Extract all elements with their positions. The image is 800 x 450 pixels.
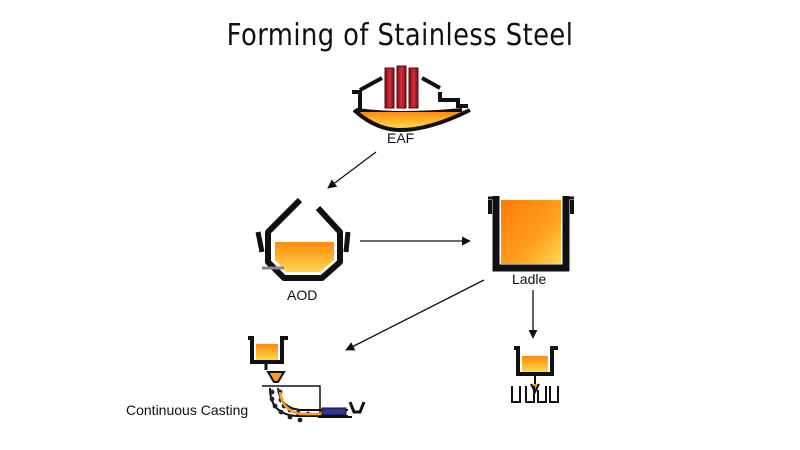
arrow-ladle-to-continuous-casting (345, 279, 485, 351)
ingot-casting-icon (511, 346, 559, 403)
ladle-icon (488, 196, 574, 272)
eaf-label: EAF (387, 130, 415, 146)
aod-converter-icon (255, 197, 351, 281)
continuous-casting-label: Continuous Casting (126, 402, 249, 418)
diagram-title: Forming of Stainless Steel (226, 18, 574, 53)
ladle-label: Ladle (512, 271, 547, 287)
arrow-eaf-to-aod (327, 151, 377, 189)
eaf-furnace-icon (352, 65, 471, 133)
aod-label: AOD (287, 287, 318, 303)
continuous-casting-icon (248, 336, 366, 423)
